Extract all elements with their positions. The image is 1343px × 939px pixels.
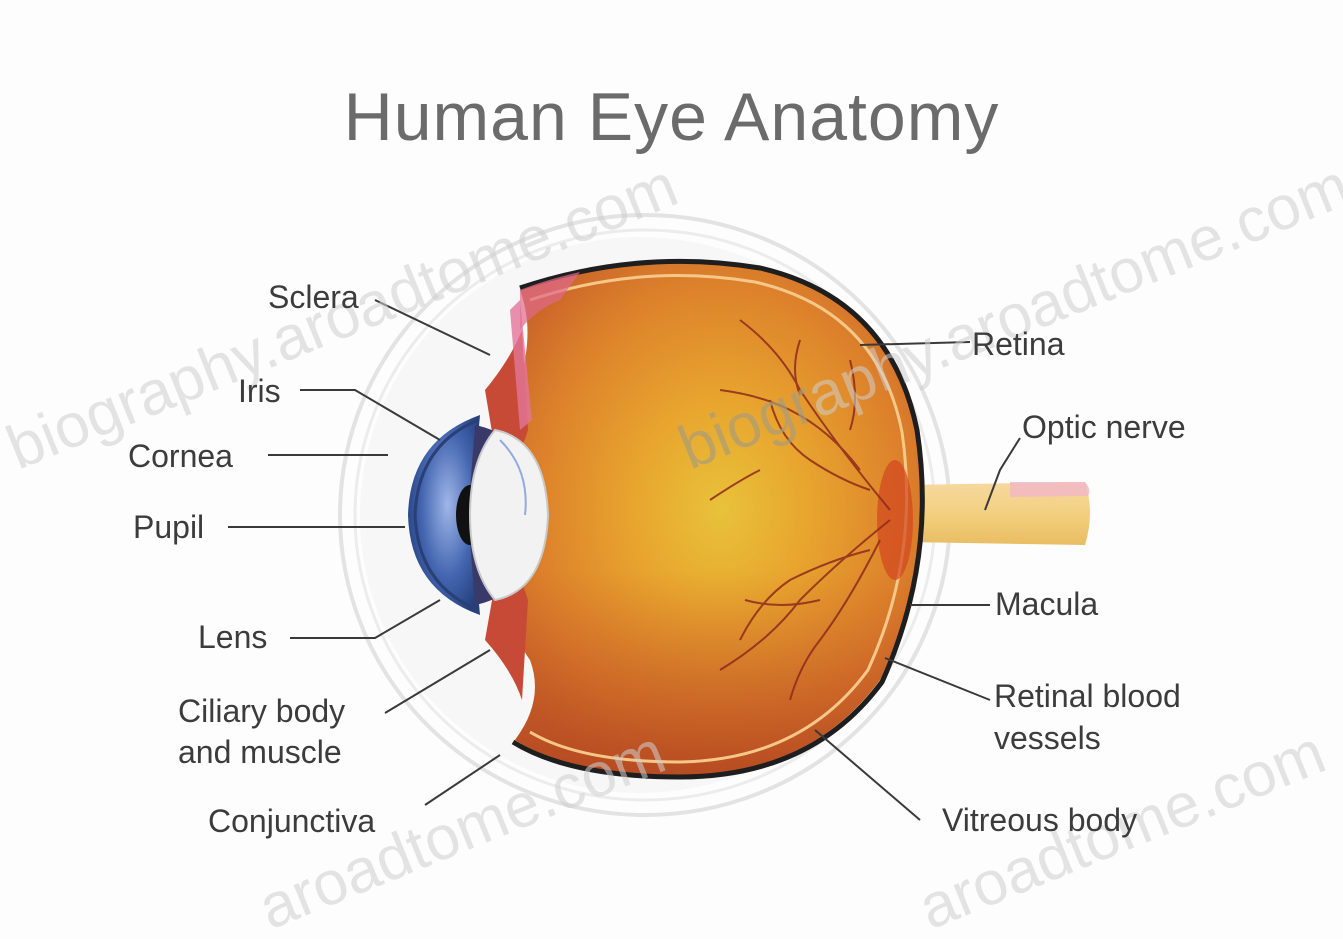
label-retina: Retina — [972, 326, 1065, 362]
label-vitreous-body: Vitreous body — [942, 802, 1137, 838]
label-ciliary-line2: and muscle — [178, 734, 342, 770]
label-retinal-vessels-line2: vessels — [994, 720, 1101, 756]
eyeball-body — [504, 261, 922, 777]
label-retinal-vessels-line1: Retinal blood — [994, 678, 1181, 714]
label-sclera: Sclera — [268, 279, 359, 315]
label-iris: Iris — [238, 373, 281, 409]
optic-nerve-shape — [905, 482, 1090, 545]
label-cornea: Cornea — [128, 438, 233, 474]
label-lens: Lens — [198, 619, 267, 655]
label-conjunctiva: Conjunctiva — [208, 803, 375, 839]
label-optic-nerve: Optic nerve — [1022, 409, 1186, 445]
label-pupil: Pupil — [133, 509, 204, 545]
label-macula: Macula — [995, 586, 1098, 622]
label-ciliary-line1: Ciliary body — [178, 693, 345, 729]
